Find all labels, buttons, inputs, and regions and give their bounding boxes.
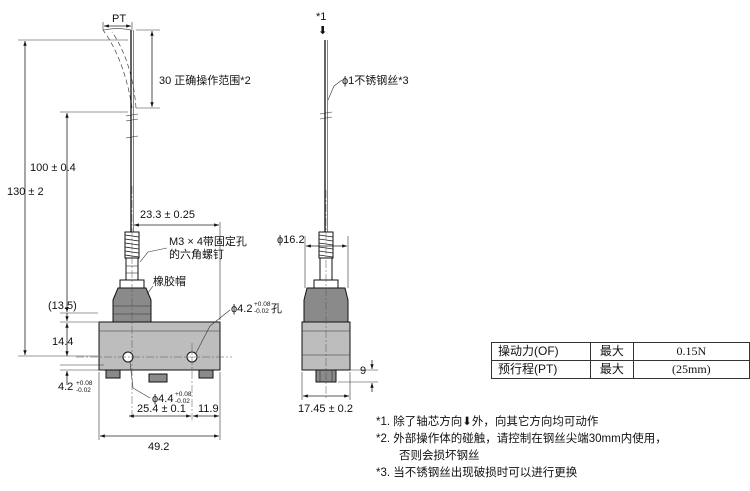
terminal-right <box>198 369 214 379</box>
note-3: *3. 当不锈钢丝出现破损时可以进行更换 <box>376 467 578 479</box>
dim-4-2-left-tol-lower: -0.02 <box>76 387 91 394</box>
dim-11-9: 11.9 <box>198 403 219 415</box>
dim-hole-right: ϕ4.2 <box>231 303 252 315</box>
dim-49-2: 49.2 <box>148 441 169 453</box>
callout-screw-line2: 的六角螺钉 <box>169 247 224 261</box>
spec-condition: 最大 <box>590 342 634 361</box>
note-2-continued: 否则会损坏钢丝 <box>399 450 480 462</box>
leader-hole-right <box>195 309 231 354</box>
note-mark-1: *1 <box>316 11 326 23</box>
table-row: 操动力(OF) 最大 0.15N <box>490 342 750 361</box>
note-2: *2. 外部操作体的碰触，请控制在钢丝尖端30mm内使用， <box>376 433 667 445</box>
table-row: 预行程(PT) 最大 (25mm) <box>490 360 750 379</box>
dim-25-4: 25.4 ± 0.1 <box>137 403 186 415</box>
dim-23-3: 23.3 ± 0.25 <box>140 209 195 221</box>
deflected-wire-outline-inner <box>111 31 137 109</box>
dim-4-2-left-tol-upper: +0.08 <box>76 380 93 387</box>
dim-hole-right-tol-lower: -0.02 <box>254 308 269 315</box>
leader-wire <box>327 79 343 101</box>
spec-param: 操动力(OF) <box>490 342 592 361</box>
operating-range-arc <box>102 28 132 31</box>
notes: *1. 除了轴芯方向⬇外，向其它方向均可动作 *2. 外部操作体的碰触，请控制在… <box>376 414 667 482</box>
dim-130: 130 ± 2 <box>7 186 44 198</box>
dim-4-2-left: 4.2 <box>58 381 73 393</box>
note-1: *1. 除了轴芯方向⬇外，向其它方向均可动作 <box>376 416 599 428</box>
dim-operating-range: 30 正确操作范围*2 <box>159 73 251 87</box>
dim-9: 9 <box>360 365 366 377</box>
callout-screw-line1: M3 × 4带固定孔 <box>169 234 247 248</box>
dim-17-45: 17.45 ± 0.2 <box>298 403 353 415</box>
wire-callout: ϕ1不锈钢丝*3 <box>342 74 409 87</box>
wire-break-mark-bottom <box>125 135 139 139</box>
deflected-wire-outline <box>102 29 133 109</box>
leader-rubber-cap <box>146 285 154 295</box>
dim-100: 100 ± 0.4 <box>30 162 76 174</box>
dim-pt: PT <box>112 13 126 25</box>
switch-body <box>98 321 221 371</box>
dim-13-5: (13.5) <box>48 300 77 312</box>
dim-16-2: ϕ16.2 <box>277 234 305 246</box>
callout-rubber-cap: 橡胶帽 <box>153 274 186 288</box>
spec-table: 操动力(OF) 最大 0.15N 预行程(PT) 最大 (25mm) <box>490 342 750 379</box>
dim-hole-right-tol-upper: +0.08 <box>254 301 271 308</box>
spec-value: (25mm) <box>632 360 750 379</box>
terminal-center <box>148 373 168 383</box>
terminal-left <box>105 369 121 379</box>
spec-value: 0.15N <box>632 342 750 361</box>
front-view: PT 30 正确操作范围*2 100 ± 0.4 130 ± 2 23.3 ± … <box>7 13 282 453</box>
leader-screw <box>139 247 168 263</box>
axial-arrow-icon: ⬇ <box>318 25 327 37</box>
wire-break-mark-top <box>125 113 139 122</box>
side-view: *1 ⬇ ϕ1不锈钢丝*3 ϕ16.2 <box>277 11 409 415</box>
dim-4-4-tol-lower: -0.02 <box>175 398 190 405</box>
spec-param: 预行程(PT) <box>490 360 592 379</box>
dim-14-4: 14.4 <box>52 336 73 348</box>
spec-condition: 最大 <box>590 360 634 379</box>
side-wire-break-mark <box>319 111 333 120</box>
dim-hole-right-suffix: 孔 <box>271 302 282 315</box>
dim-4-4: ϕ4.4 <box>152 393 173 405</box>
dim-4-4-tol-upper: +0.08 <box>175 391 192 398</box>
leader-hole-4-4 <box>129 361 151 399</box>
